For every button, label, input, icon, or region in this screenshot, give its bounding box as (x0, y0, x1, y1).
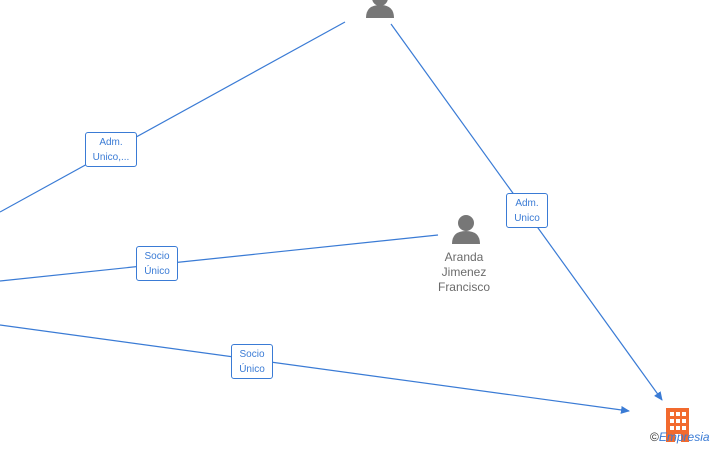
copyright-symbol: © (650, 430, 659, 444)
person-icon[interactable] (366, 0, 394, 18)
person-name-line: Aranda (444, 250, 484, 264)
edge-label-line: Socio (239, 348, 265, 360)
edge-label-line: Adm. (99, 136, 123, 148)
person-name-line: Jimenez (441, 265, 487, 279)
edge-label-socio-unico[interactable]: Socio Único (231, 344, 273, 379)
edge-label-line: Único (144, 265, 170, 277)
person-icon[interactable] (452, 215, 480, 244)
edge-label-adm-unico[interactable]: Adm. Unico,... (85, 132, 137, 167)
person-name-label[interactable]: Aranda Jimenez Francisco (424, 250, 504, 295)
edge-label-adm-unico[interactable]: Adm. Unico (506, 193, 548, 228)
edge-label-line: Socio (144, 250, 170, 262)
edge-label-socio-unico[interactable]: Socio Único (136, 246, 178, 281)
edge-label-line: Unico,... (92, 151, 130, 163)
watermark: ©Empresia (650, 430, 710, 444)
person-name-line: Francisco (437, 280, 490, 294)
edge-label-line: Unico (514, 212, 540, 224)
edge-aranda-to-left (0, 234, 439, 282)
edge-left-to-company (0, 324, 630, 414)
company-building-icon[interactable] (666, 408, 689, 442)
brand-name: Empresia (658, 430, 710, 444)
edge-top-person-to-left (0, 21, 346, 213)
edge-label-line: Adm. (515, 197, 539, 209)
edge-label-line: Único (239, 363, 265, 375)
